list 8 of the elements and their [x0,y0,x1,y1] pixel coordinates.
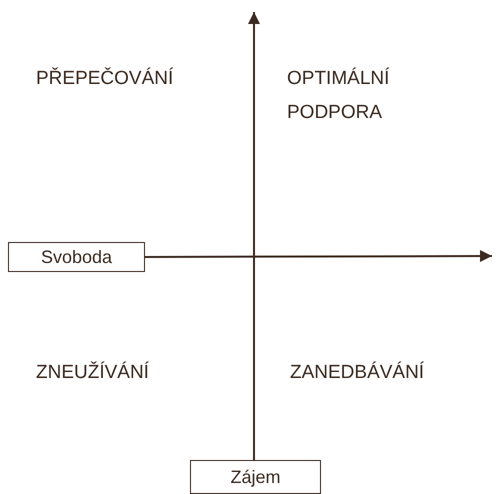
axis-label-box: Svoboda [8,242,145,272]
quadrant-label: PŘEPEČOVÁNÍ [36,66,174,91]
quadrant-label: OPTIMÁLNÍ PODPORA [287,66,390,125]
axis-arrow [248,12,260,460]
quadrant-label: ZANEDBÁVÁNÍ [290,360,426,385]
quadrant-label: ZNEUŽÍVÁNÍ [36,360,150,385]
axis-arrow [145,250,492,262]
axis-label-box: Zájem [190,460,321,494]
